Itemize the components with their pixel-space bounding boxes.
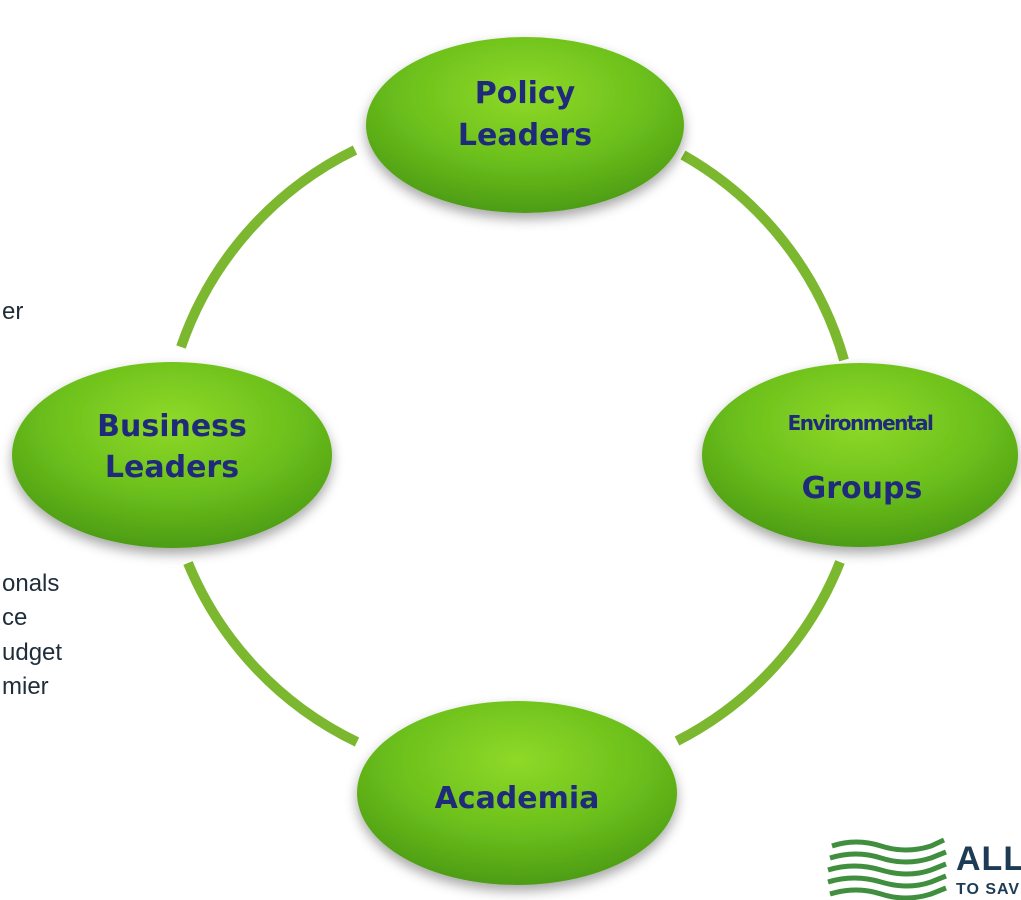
left-text-line-3: ce (2, 604, 28, 631)
environmental-label-large: Groups (802, 471, 923, 506)
academia-label: Academia (435, 781, 600, 816)
environmental-label-small: Environmental (788, 411, 933, 435)
logo-title: ALL (956, 840, 1021, 878)
logo-subtitle: TO SAV (956, 881, 1021, 898)
node-policy-leaders: Policy Leaders (366, 37, 684, 213)
wave-logo-icon (827, 838, 947, 900)
node-environmental-groups: Environmental Groups (702, 363, 1018, 547)
node-business-leaders: Business Leaders (12, 362, 332, 548)
organization-logo: ALL TO SAV (826, 838, 1021, 900)
arc-policy-environmental (680, 150, 849, 362)
node-academia: Academia (357, 701, 677, 885)
arc-business-policy (176, 145, 358, 349)
left-text-line-4: udget (2, 639, 63, 666)
arc-academia-business (183, 561, 360, 747)
business-label-line-2: Leaders (105, 450, 239, 485)
left-text-line-1: er (2, 298, 24, 325)
left-text-line-2: onals (2, 570, 60, 597)
policy-label-line-1: Policy (475, 76, 576, 111)
left-text-line-5: mier (2, 673, 49, 700)
policy-label-line-2: Leaders (458, 118, 592, 153)
arc-environmental-academia (674, 560, 845, 746)
business-label-line-1: Business (97, 409, 247, 444)
